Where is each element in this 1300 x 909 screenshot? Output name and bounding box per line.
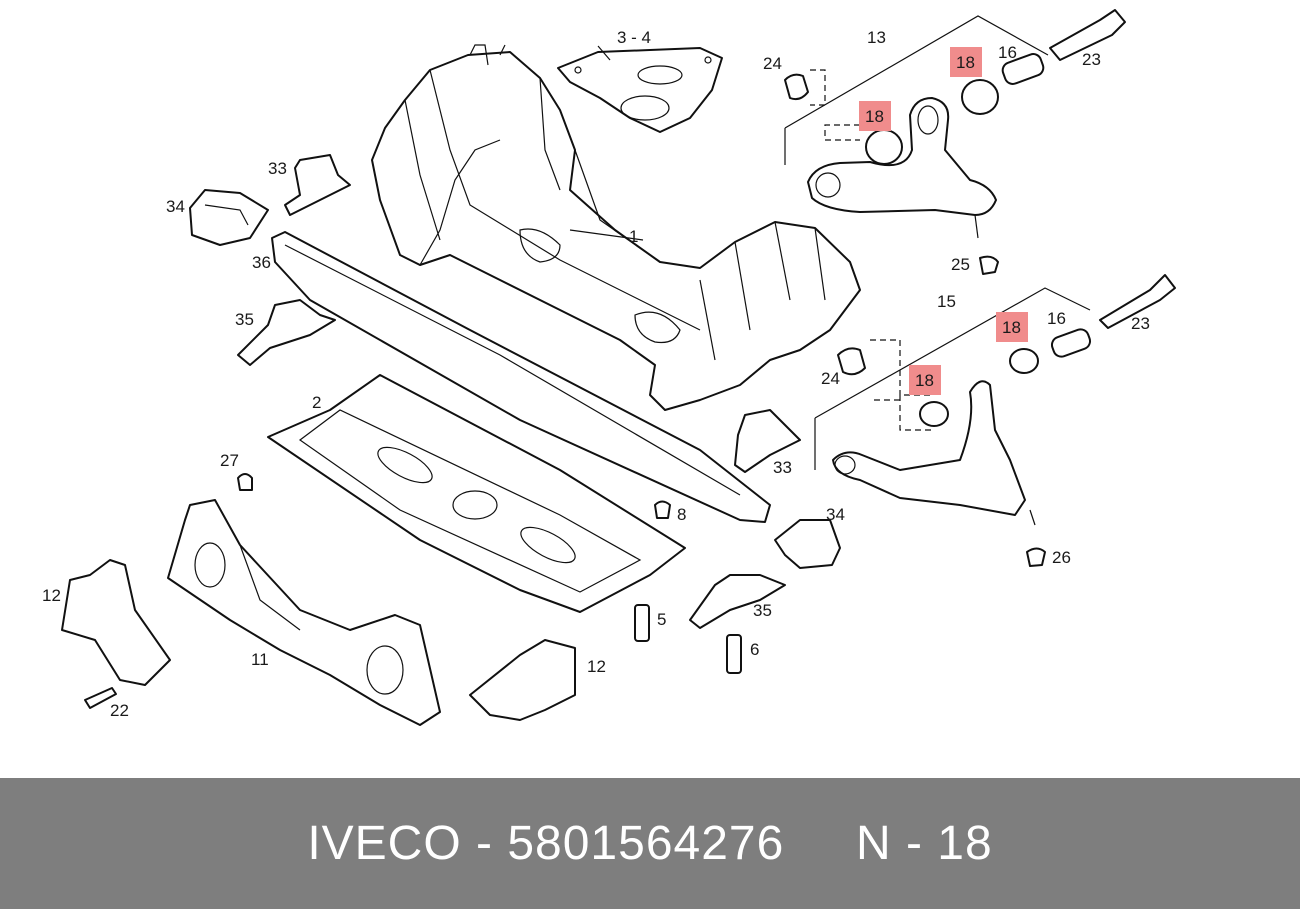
- highlight-box-1: [950, 47, 982, 77]
- highlight-box-3: [996, 312, 1028, 342]
- subframe-part-1: [371, 44, 861, 411]
- fasteners: [84, 473, 742, 709]
- callout-11: 11: [251, 650, 269, 669]
- callout-13: 13: [867, 28, 886, 47]
- mount-part-33-lower: [734, 409, 801, 473]
- part-number-banner: IVECO - 5801564276 N - 18: [0, 778, 1300, 909]
- callout-33-upper: 33: [268, 159, 287, 178]
- callout-33-lower: 33: [773, 458, 792, 477]
- callout-6: 6: [750, 640, 759, 659]
- callout-8: 8: [677, 505, 686, 524]
- callout-12-left: 12: [42, 586, 61, 605]
- callout-24-lower: 24: [821, 369, 840, 388]
- callout-15: 15: [937, 292, 956, 311]
- callout-23-lower: 23: [1131, 314, 1150, 333]
- callout-16-lower: 16: [1047, 309, 1066, 328]
- callout-22: 22: [110, 701, 129, 720]
- callout-27: 27: [220, 451, 239, 470]
- exploded-parts-diagram: 1 2 3 - 4 5 6 8 11 12 12 13 15 16 16 22 …: [42, 9, 1176, 726]
- mount-part-35-lower: [689, 574, 786, 629]
- part-number-text: IVECO - 5801564276 N - 18: [307, 817, 993, 870]
- highlighted-callouts: 18 18 18 18: [859, 47, 1028, 395]
- bracket-part-12-left: [61, 559, 171, 686]
- leader-lines: [569, 45, 644, 241]
- callout-1: 1: [629, 227, 638, 246]
- highlight-label-3: 18: [1002, 318, 1021, 337]
- callout-3-4: 3 - 4: [617, 28, 651, 47]
- callout-26: 26: [1052, 548, 1071, 567]
- lower-control-arm-group: [814, 274, 1176, 567]
- callout-35-upper: 35: [235, 310, 254, 329]
- callout-5: 5: [657, 610, 666, 629]
- mount-part-34-upper: [189, 189, 269, 246]
- crossbar-part-36: [271, 231, 771, 523]
- callout-25: 25: [951, 255, 970, 274]
- skid-plate-part-2: [267, 374, 686, 613]
- callout-35-lower: 35: [753, 601, 772, 620]
- callout-36: 36: [252, 253, 271, 272]
- frame-part-11: [167, 499, 441, 726]
- mount-part-34-lower: [774, 519, 841, 569]
- highlight-label-4: 18: [915, 371, 934, 390]
- callout-12-right: 12: [587, 657, 606, 676]
- bracket-part-3-4: [557, 47, 723, 133]
- callout-2: 2: [312, 393, 321, 412]
- callout-24-upper: 24: [763, 54, 782, 73]
- callouts: 1 2 3 - 4 5 6 8 11 12 12 13 15 16 16 22 …: [42, 28, 1150, 720]
- bracket-part-12-right: [469, 639, 576, 721]
- mount-part-33-upper: [284, 154, 351, 216]
- highlight-box-4: [909, 365, 941, 395]
- callout-16-upper: 16: [998, 43, 1017, 62]
- mount-part-35-upper: [237, 299, 336, 366]
- highlight-label-1: 18: [956, 53, 975, 72]
- callout-34-upper: 34: [166, 197, 185, 216]
- highlight-label-2: 18: [865, 107, 884, 126]
- callout-34-lower: 34: [826, 505, 845, 524]
- highlight-box-2: [859, 101, 891, 131]
- upper-control-arm-group: [784, 9, 1126, 275]
- callout-23-upper: 23: [1082, 50, 1101, 69]
